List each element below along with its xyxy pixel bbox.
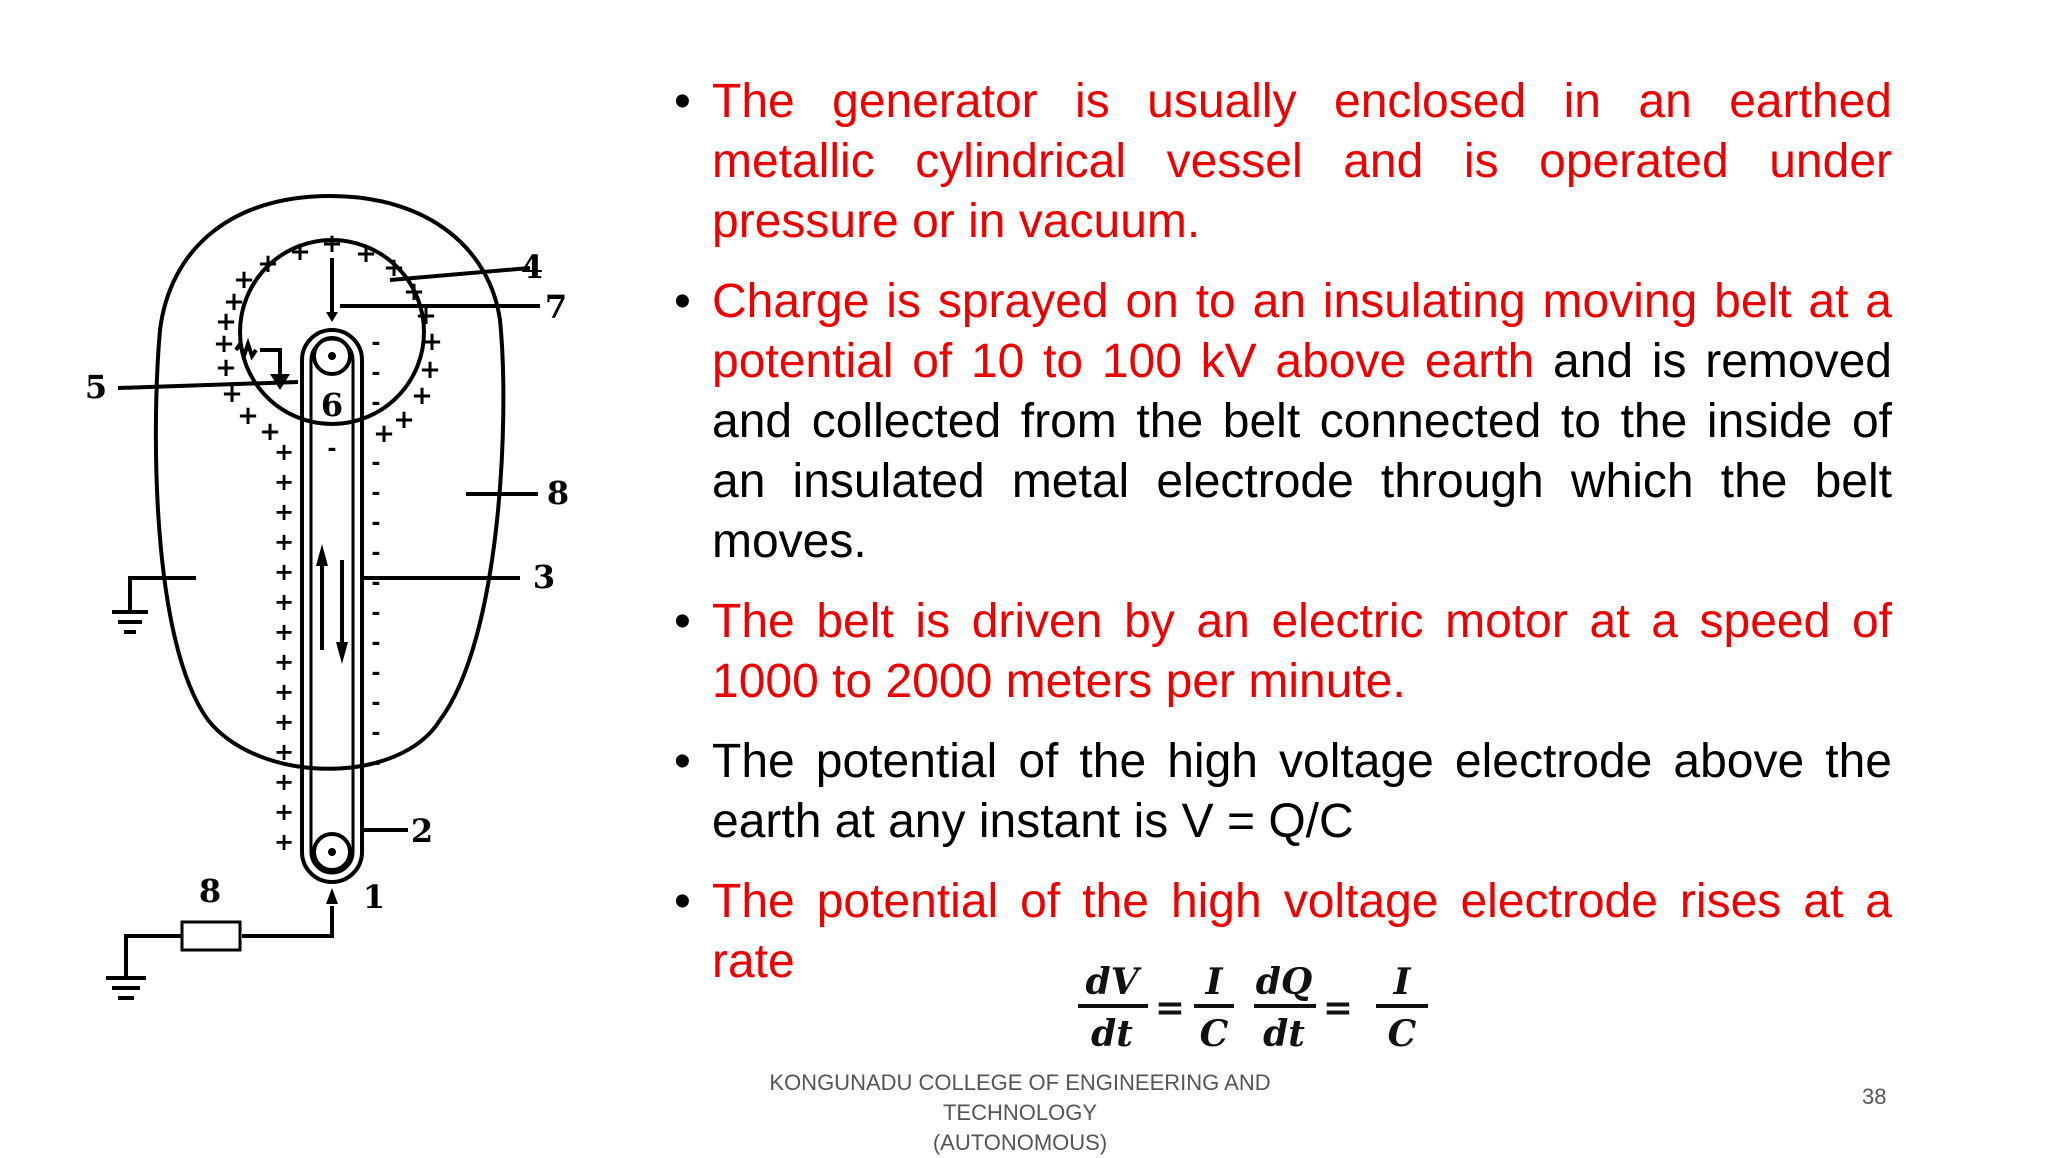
belt-minus-charge: - — [371, 511, 380, 536]
formula-dv: dV — [1085, 961, 1141, 1003]
plus-charge: + — [411, 381, 433, 411]
formula-dt: dt — [1091, 1013, 1133, 1055]
bullet-text: and is removed and collected from the be… — [712, 335, 1892, 568]
belt-minus-charge: - — [327, 437, 336, 462]
bullet-item: • The potential of the high voltage elect… — [670, 732, 1892, 852]
upper-pulley — [312, 336, 352, 376]
bullet-text: Charge is sprayed on to an insulating mo… — [712, 275, 1892, 388]
footer-autonomous: (AUTONOMOUS) — [932, 1130, 1108, 1155]
bullet-item: • Charge is sprayed on to an insulating m… — [670, 272, 1892, 572]
plus-charge: + — [233, 265, 255, 295]
belt-minus-charge: - — [371, 541, 380, 566]
belt-minus-charge: - — [371, 691, 380, 716]
bullet-text: The potential of the high voltage electr… — [712, 735, 1892, 848]
plus-charge: + — [419, 355, 441, 385]
plus-charge: + — [373, 419, 395, 449]
label-5: 5 — [85, 368, 107, 406]
plus-charge: + — [383, 253, 405, 283]
belt-plus-charge: + — [274, 648, 294, 676]
belt-plus-charge: + — [274, 438, 294, 466]
belt-plus-charge: + — [274, 588, 294, 616]
formula-c2: C — [1388, 1013, 1417, 1055]
belt-minus-charge: - — [371, 721, 380, 746]
plus-charge: + — [221, 379, 243, 409]
belt-minus-charge: - — [371, 331, 380, 356]
formula-eq1: = — [1155, 987, 1185, 1029]
belt-minus-charge: - — [371, 361, 380, 386]
plus-charge: + — [393, 405, 415, 435]
label-2: 2 — [411, 812, 433, 850]
bullet-item: • The belt is driven by an electric motor… — [670, 592, 1892, 712]
bullet-text: The generator is usually enclosed in an … — [712, 75, 1892, 248]
plus-charge: + — [257, 249, 279, 279]
belt-plus-charge: + — [274, 708, 294, 736]
plus-charge: + — [223, 287, 245, 317]
label-6: 6 — [321, 386, 343, 424]
bullet-item: • The potential of the high voltage elect… — [670, 872, 1892, 992]
label-4: 4 — [521, 248, 543, 286]
bullet-text: The belt is driven by an electric motor … — [712, 595, 1892, 708]
belt-plus-charge: + — [274, 828, 294, 856]
plus-charge: + — [355, 239, 377, 269]
belt-plus-charge: + — [274, 798, 294, 826]
formula-c1: C — [1200, 1013, 1229, 1055]
bullet-dot-icon: • — [674, 75, 691, 128]
belt-plus-charge: + — [274, 738, 294, 766]
belt-minus-charge: - — [371, 601, 380, 626]
formula-dq: dQ — [1256, 961, 1313, 1003]
belt-minus-charge: - — [371, 661, 380, 686]
bullet-item: • The generator is usually enclosed in an… — [670, 72, 1892, 252]
plus-charge: + — [213, 329, 235, 359]
plus-charge: + — [321, 229, 343, 259]
plus-charge: + — [215, 307, 237, 337]
formula-eq2: = — [1323, 987, 1353, 1029]
belt-minus-charge: - — [371, 451, 380, 476]
outer-vessel — [153, 193, 506, 771]
belt-plus-charge: + — [274, 768, 294, 796]
belt-plus-charge: + — [274, 528, 294, 556]
plus-charge: + — [421, 327, 443, 357]
bullet-list: • The generator is usually enclosed in an… — [670, 72, 1892, 1012]
label-8-vessel: 8 — [547, 474, 569, 512]
belt-plus-charge: + — [274, 678, 294, 706]
plus-charge: + — [415, 301, 437, 331]
page-number: 38 — [1862, 1084, 1887, 1109]
footer-college-name: KONGUNADU COLLEGE OF ENGINEERING AND TEC… — [769, 1070, 1271, 1125]
lower-pulley — [312, 832, 352, 872]
belt-plus-charge: + — [274, 618, 294, 646]
bullet-text: The potential of the high voltage electr… — [712, 875, 1892, 988]
bullet-dot-icon: • — [674, 275, 691, 328]
belt-plus-charge: + — [274, 468, 294, 496]
belt-plus-charge: + — [274, 558, 294, 586]
label-3: 3 — [533, 558, 555, 596]
hv-electrode-sphere — [238, 238, 426, 426]
label-1: 1 — [363, 878, 385, 916]
bullet-dot-icon: • — [674, 735, 691, 788]
belt-plus-charge: + — [274, 498, 294, 526]
bullet-dot-icon: • — [674, 595, 691, 648]
belt-minus-charge: - — [371, 571, 380, 596]
belt-minus-charge: - — [371, 481, 380, 506]
rate-formula: dV dt = I C dQ dt = I C — [1078, 961, 1428, 1055]
formula-i2: I — [1393, 961, 1412, 1003]
plus-charge: + — [289, 237, 311, 267]
formula-i1: I — [1205, 961, 1224, 1003]
belt-minus-charge: - — [371, 631, 380, 656]
belt-outer — [300, 328, 364, 884]
plus-charge: + — [237, 401, 259, 431]
bullet-dot-icon: • — [674, 875, 691, 928]
belt-minus-charge: - — [371, 751, 380, 776]
formula-dt2: dt — [1263, 1013, 1305, 1055]
plus-charge: + — [259, 417, 281, 447]
van-de-graaff-diagram: + + + + + + + + + + + + + + + + + + + + … — [85, 193, 569, 1000]
label-8-resistor: 8 — [199, 872, 221, 910]
belt-minus-charge: - — [371, 391, 380, 416]
label-7: 7 — [545, 288, 567, 326]
footer: KONGUNADU COLLEGE OF ENGINEERING AND TEC… — [690, 1068, 1350, 1158]
plus-charge: + — [403, 277, 425, 307]
plus-charge: + — [215, 353, 237, 383]
